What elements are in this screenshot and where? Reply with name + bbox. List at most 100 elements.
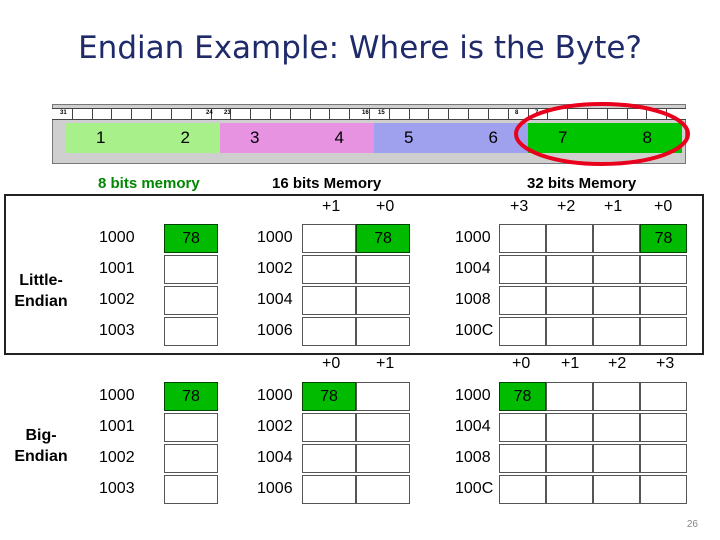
bit-tick	[91, 109, 93, 120]
little-value32: 78	[640, 224, 687, 253]
bit-tick	[170, 109, 172, 120]
little-addr16-1: 1002	[257, 260, 293, 277]
little-cell16-1-0	[302, 255, 356, 284]
little-endian-label: Little- Endian	[14, 272, 68, 310]
little-addr16-3: 1006	[257, 322, 293, 339]
little-cell32-3-2	[593, 317, 640, 346]
little-addr32-3: 100C	[455, 322, 494, 339]
register-cell-8: 8	[605, 123, 682, 153]
be-offset32-0: +0	[512, 355, 531, 372]
little-cell32-0-1	[546, 224, 593, 253]
bit-tick	[646, 109, 648, 120]
big-cell32-3-2	[593, 475, 640, 504]
highlight-ellipse	[514, 102, 690, 166]
bit-tick	[131, 109, 133, 120]
bit-tick	[448, 109, 450, 120]
little-cell16-2-0	[302, 286, 356, 315]
bit-tick	[71, 109, 73, 120]
little-cell32-1-2	[593, 255, 640, 284]
big-cell16-0-1	[356, 382, 410, 411]
bit-tick	[250, 109, 252, 120]
big-cell16-1-1	[356, 413, 410, 442]
bit-tick	[527, 109, 529, 120]
register-cell-1: 1	[66, 123, 143, 153]
register-cell-2: 2	[143, 123, 220, 153]
big-cell32-1-1	[546, 413, 593, 442]
bit-tick	[507, 109, 509, 120]
big-addr8-0: 1000	[99, 387, 135, 404]
big-cell8-3	[164, 475, 218, 504]
big-cell32-2-3	[640, 444, 687, 473]
big-addr32-3: 100C	[455, 480, 494, 497]
bit-tick	[626, 109, 628, 120]
little-cell16-0-0	[302, 224, 356, 253]
big-cell32-1-3	[640, 413, 687, 442]
bit-label-8: 8	[515, 110, 519, 116]
bit-tick	[428, 109, 430, 120]
big-cell8-2	[164, 444, 218, 473]
le-offset32-3: +0	[654, 198, 673, 215]
little-cell8-1	[164, 255, 218, 284]
little-cell32-0-0	[499, 224, 546, 253]
big-cell32-0-1	[546, 382, 593, 411]
big-addr16-2: 1004	[257, 449, 293, 466]
big-addr8-1: 1001	[99, 418, 135, 435]
little-cell32-0-2	[593, 224, 640, 253]
little-cell32-2-0	[499, 286, 546, 315]
little-value8: 78	[164, 224, 218, 253]
big-value8: 78	[164, 382, 218, 411]
little-cell16-2-1	[356, 286, 410, 315]
bit-tick	[408, 109, 410, 120]
little-cell8-2	[164, 286, 218, 315]
big-value16: 78	[302, 382, 356, 411]
big-endian-label: Big- Endian	[14, 427, 68, 465]
register-cell-7: 7	[528, 123, 605, 153]
little-addr32-1: 1004	[455, 260, 491, 277]
little-cell32-3-1	[546, 317, 593, 346]
bit-tick	[269, 109, 271, 120]
little-value16: 78	[356, 224, 410, 253]
little-addr16-0: 1000	[257, 229, 293, 246]
little-cell32-1-1	[546, 255, 593, 284]
be-offset32-3: +3	[656, 355, 675, 372]
page-number: 26	[686, 519, 698, 530]
bit-tick	[289, 109, 291, 120]
big-cell32-3-1	[546, 475, 593, 504]
big-addr32-2: 1008	[455, 449, 491, 466]
little-addr16-2: 1004	[257, 291, 293, 308]
be-offset16-0: +0	[322, 355, 341, 372]
header-16bit: 16 bits Memory	[272, 175, 382, 192]
big-cell32-2-2	[593, 444, 640, 473]
little-cell32-2-3	[640, 286, 687, 315]
bit-tick	[111, 109, 113, 120]
bit-tick	[349, 109, 351, 120]
big-cell32-2-1	[546, 444, 593, 473]
bit-tick	[487, 109, 489, 120]
big-cell16-2-1	[356, 444, 410, 473]
bit-label-15: 15	[378, 110, 385, 116]
bit-tick	[309, 109, 311, 120]
big-cell32-3-0	[499, 475, 546, 504]
big-cell32-0-2	[593, 382, 640, 411]
big-cell16-1-0	[302, 413, 356, 442]
bit-tick	[547, 109, 549, 120]
big-addr16-0: 1000	[257, 387, 293, 404]
big-cell32-2-0	[499, 444, 546, 473]
bit-tick	[230, 109, 232, 120]
little-addr32-0: 1000	[455, 229, 491, 246]
big-cell8-1	[164, 413, 218, 442]
le-offset16-0: +1	[322, 198, 341, 215]
bit-tick	[329, 109, 331, 120]
slide-title: Endian Example: Where is the Byte?	[78, 30, 642, 66]
big-value32: 78	[499, 382, 546, 411]
bit-label-16: 16	[362, 110, 369, 116]
big-cell16-2-0	[302, 444, 356, 473]
big-cell32-1-2	[593, 413, 640, 442]
bit-tick	[606, 109, 608, 120]
bit-tick	[369, 109, 370, 120]
header-32bit: 32 bits Memory	[527, 175, 637, 192]
bit-label-23: 23	[224, 110, 231, 116]
register-cell-5: 5	[374, 123, 451, 153]
le-offset32-0: +3	[510, 198, 529, 215]
big-addr16-3: 1006	[257, 480, 293, 497]
